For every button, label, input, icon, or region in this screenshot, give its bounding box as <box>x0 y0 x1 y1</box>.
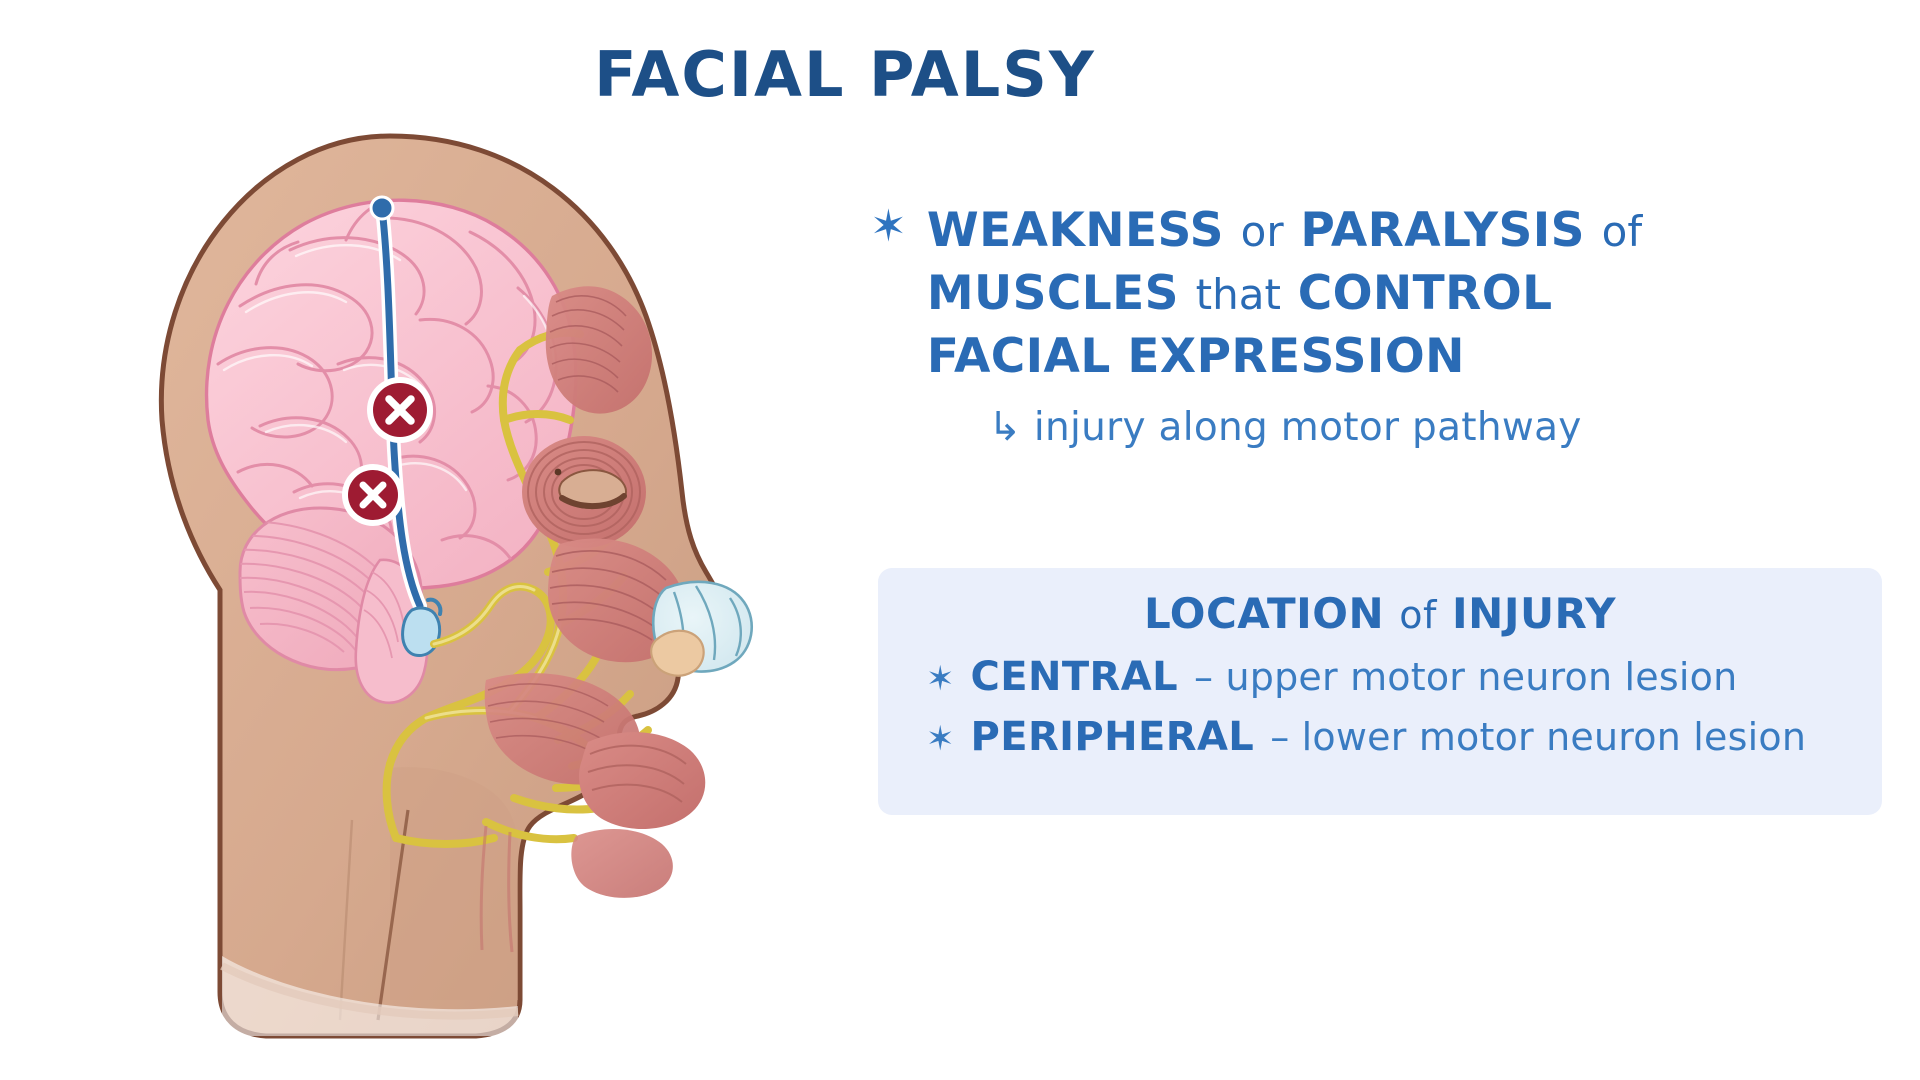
main-point-block: ✶ WEAKNESS or PARALYSIS of MUSCLES that … <box>870 200 1880 453</box>
subnote-text: injury along motor pathway <box>1033 405 1582 450</box>
anatomy-illustration <box>90 120 850 1040</box>
injury-location-row-central: ✶ CENTRAL – upper motor neuron lesion <box>900 647 1860 707</box>
term-peripheral: PERIPHERAL <box>970 714 1255 760</box>
main-point-text: WEAKNESS or PARALYSIS of MUSCLES that CO… <box>927 200 1642 388</box>
page-title-text: FACIAL PALSY <box>594 38 1096 111</box>
nasal-cartilage <box>650 580 753 677</box>
peripheral-lesion-marker <box>342 464 404 526</box>
heading-injury: INJURY <box>1452 589 1617 638</box>
turn-down-right-arrow-icon: ↳ <box>988 404 1022 450</box>
eye <box>554 468 627 510</box>
heading-of: of <box>1399 593 1437 637</box>
injury-location-row-peripheral: ✶ PERIPHERAL – lower motor neuron lesion <box>900 707 1860 767</box>
connector-that: that <box>1195 270 1281 319</box>
connector-or: or <box>1240 207 1284 256</box>
heading-location: LOCATION <box>1143 589 1385 638</box>
keyword-paralysis: PARALYSIS <box>1300 203 1585 258</box>
keyword-control: CONTROL <box>1297 266 1553 321</box>
asterisk-bullet-icon: ✶ <box>926 719 955 759</box>
desc-peripheral: – lower motor neuron lesion <box>1270 715 1807 759</box>
facial-muscles <box>479 286 706 953</box>
main-point-line-2: MUSCLES that CONTROL <box>927 263 1642 326</box>
main-point-line-1: WEAKNESS or PARALYSIS of <box>927 200 1642 263</box>
keyword-weakness: WEAKNESS <box>926 203 1224 258</box>
asterisk-bullet-icon: ✶ <box>926 659 955 699</box>
main-point-bullet-row: ✶ WEAKNESS or PARALYSIS of MUSCLES that … <box>870 200 1880 388</box>
location-of-injury-heading: LOCATION of INJURY <box>900 582 1860 647</box>
subnote-row: ↳ injury along motor pathway <box>988 402 1880 453</box>
keyword-muscles: MUSCLES <box>926 266 1179 321</box>
desc-central: – upper motor neuron lesion <box>1194 655 1738 699</box>
central-lesion-marker <box>367 377 433 443</box>
content-column: ✶ WEAKNESS or PARALYSIS of MUSCLES that … <box>870 200 1880 453</box>
connector-of: of <box>1601 207 1643 256</box>
main-point-line-3: FACIAL EXPRESSION <box>926 329 1465 384</box>
page-title: FACIAL PALSY <box>0 42 1920 107</box>
location-of-injury-box: LOCATION of INJURY ✶ CENTRAL – upper mot… <box>878 568 1882 815</box>
asterisk-bullet-icon: ✶ <box>870 201 907 252</box>
term-central: CENTRAL <box>970 654 1178 700</box>
